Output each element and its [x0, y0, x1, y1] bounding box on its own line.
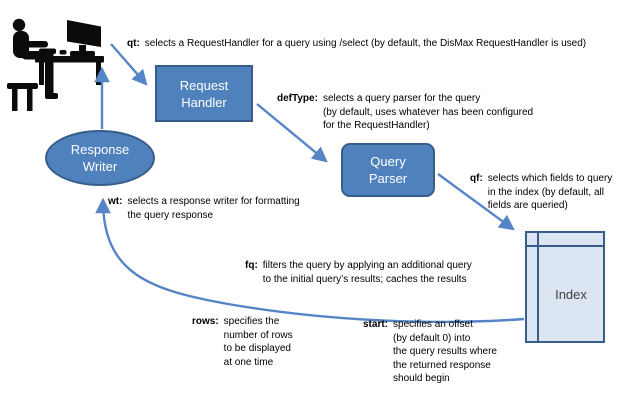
arrow-query-parser-to-index: [437, 173, 515, 231]
annotation-rows-text: to be displayed: [223, 343, 291, 354]
annotation-start-text: specifies an offset: [393, 319, 473, 330]
arrow-user-to-request-handler: [110, 43, 148, 86]
index-node: Index: [525, 231, 605, 343]
annotation-qf-text: in the index (by default, all: [487, 186, 604, 198]
request-handler-label: Handler: [181, 94, 227, 110]
annotation-defType-text: for the RequestHandler): [322, 120, 430, 131]
response-writer-node: Response Writer: [45, 130, 155, 186]
annotation-start-text: the query results where: [393, 346, 497, 357]
query-parser-node: Query Parser: [341, 143, 435, 197]
annotation-wt-text: the query response: [127, 209, 214, 221]
query-parser-label: Parser: [368, 171, 408, 186]
annotation-wt: wt: selects a response writer for format…: [108, 195, 300, 222]
annotation-start-text: the returned response: [393, 359, 491, 371]
annotation-fq-text: filters the query by applying an additio…: [262, 260, 472, 271]
annotation-qt-param: qt:: [127, 38, 140, 49]
index-column-divider: [537, 233, 539, 341]
annotation-rows-param: rows:: [192, 316, 219, 327]
annotation-defType: defType: selects a query parser for the …: [277, 92, 533, 133]
query-parser-label: Query: [370, 154, 406, 169]
annotation-start-text: (by default 0) into: [393, 332, 471, 344]
arrow-index-to-response-writer: [95, 197, 525, 324]
annotation-start-param: start:: [363, 319, 389, 330]
annotation-wt-param: wt:: [108, 196, 123, 207]
annotation-defType-text: (by default, uses whatever has been conf…: [322, 106, 534, 118]
annotation-qf-text: selects which fields to query: [487, 173, 613, 184]
annotation-qf-param: qf:: [470, 173, 483, 184]
annotation-rows: rows: specifies the number of rows to be…: [192, 315, 293, 369]
annotation-defType-text: selects a query parser for the query: [322, 93, 481, 104]
index-label: Index: [555, 286, 587, 302]
annotation-fq-param: fq:: [245, 260, 258, 271]
annotation-wt-text: selects a response writer for formatting: [127, 196, 300, 207]
annotation-defType-param: defType:: [277, 93, 318, 104]
user-at-computer-icon: [7, 18, 104, 111]
annotation-qt: qt: selects a RequestHandler for a query…: [127, 37, 586, 51]
response-writer-label: Response: [70, 142, 130, 157]
annotation-qt-text: selects a RequestHandler for a query usi…: [144, 38, 587, 49]
request-handler-node: Request Handler: [155, 65, 253, 122]
annotation-rows-text: at one time: [223, 356, 274, 368]
response-writer-label: Writer: [82, 159, 118, 174]
arrow-request-handler-to-query-parser: [256, 103, 328, 163]
index-row-divider: [527, 245, 603, 247]
annotation-start: start: specifies an offset (by default 0…: [363, 318, 497, 386]
annotation-fq: fq: filters the query by applying an add…: [245, 259, 472, 286]
request-handler-label: Request: [179, 77, 229, 93]
annotation-fq-text: to the initial query’s results; caches t…: [262, 273, 467, 285]
annotation-rows-text: specifies the: [223, 316, 280, 327]
annotation-start-text: should begin: [393, 373, 450, 384]
annotation-rows-text: number of rows: [223, 329, 293, 341]
annotation-qf-text: fields are queried): [487, 200, 568, 211]
annotation-qf: qf: selects which fields to query in the…: [470, 172, 612, 213]
